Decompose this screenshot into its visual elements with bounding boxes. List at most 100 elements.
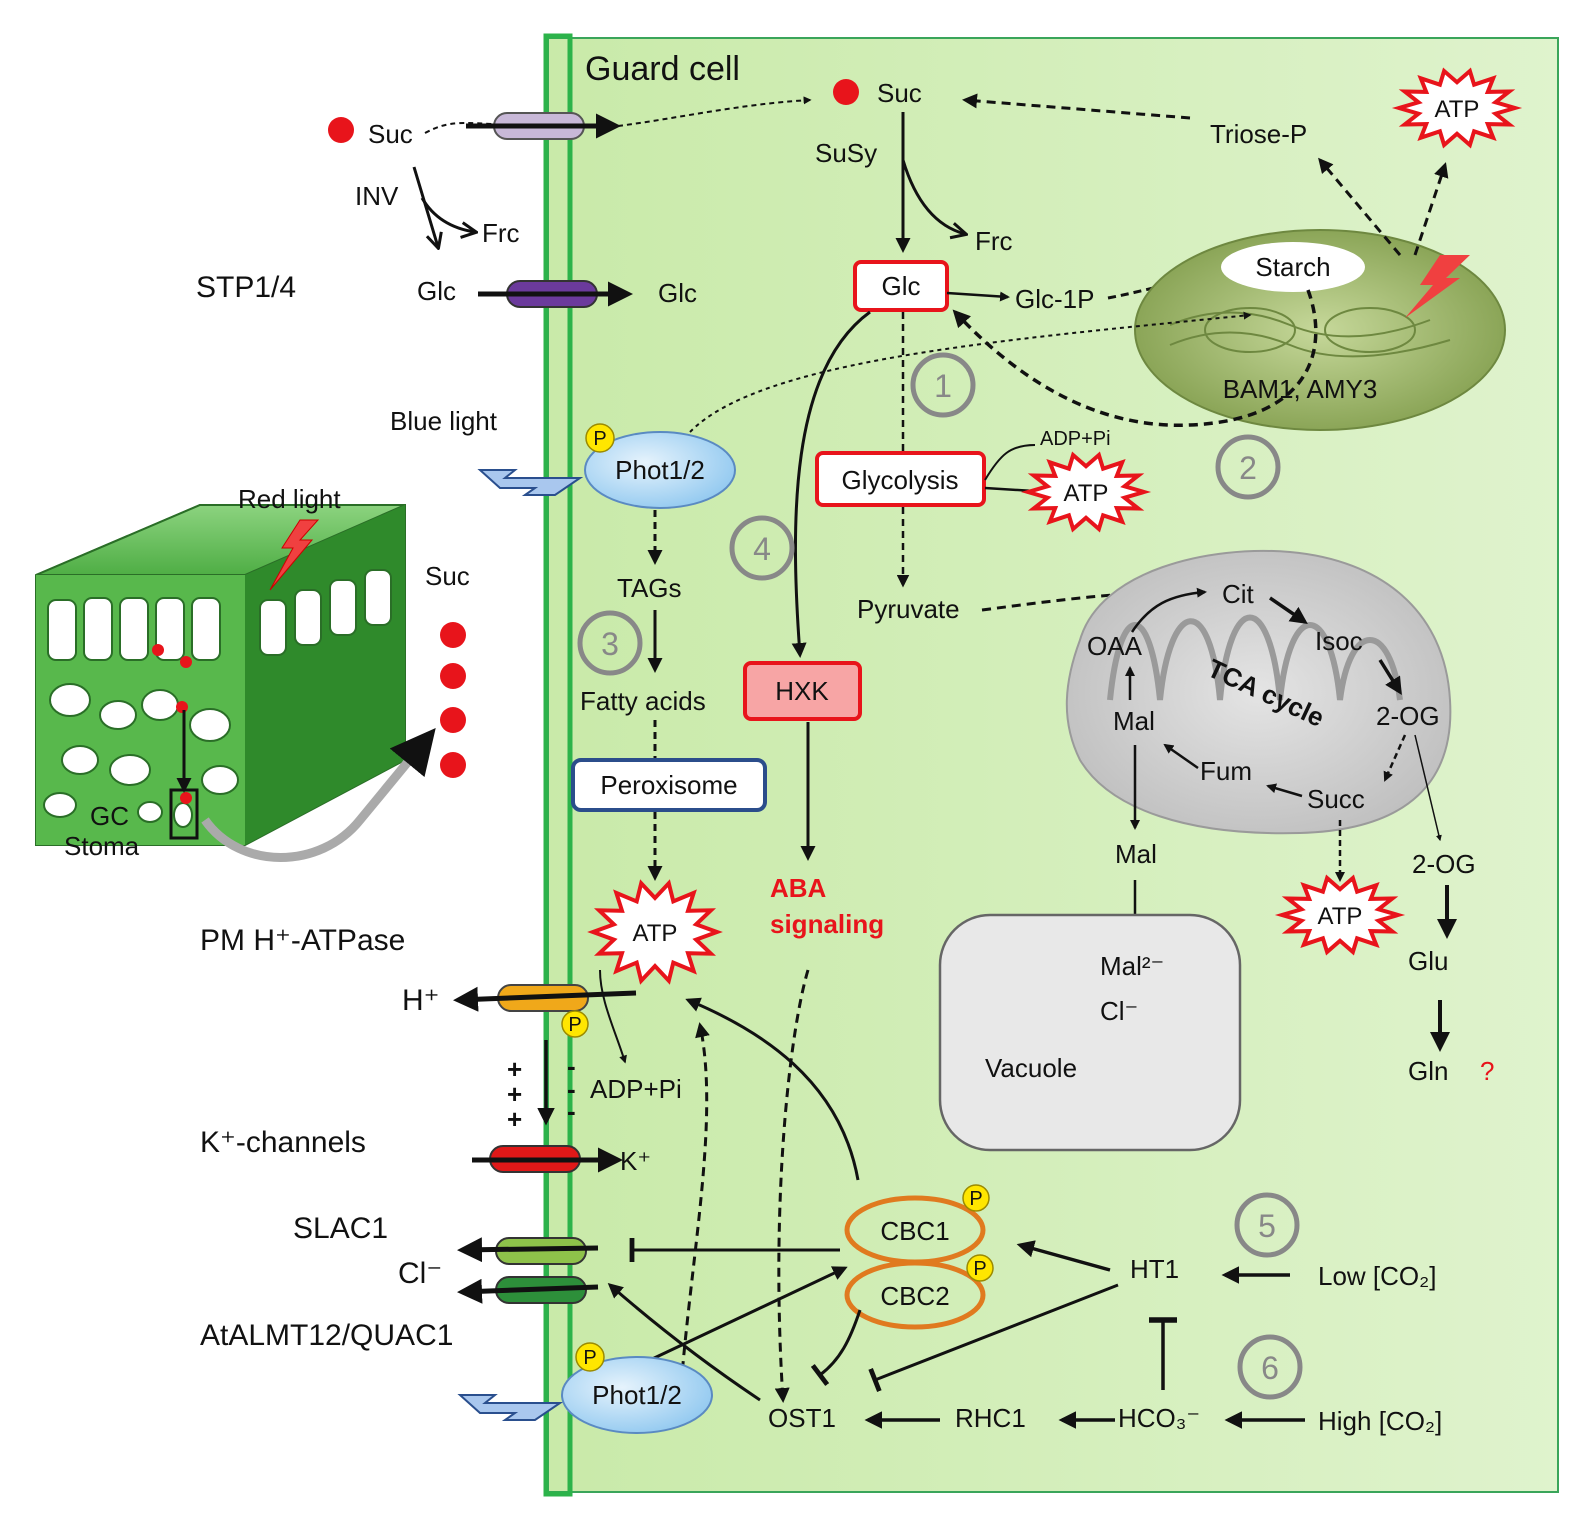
step-4-circle (729, 515, 795, 581)
mitochondrion (1065, 549, 1452, 835)
tca-og: 2-OG (1376, 701, 1440, 731)
glycolysis-box (815, 451, 986, 507)
blue-light-bolt-icon (477, 469, 584, 496)
hxk-box (743, 661, 862, 721)
ost1-label: OST1 (768, 1403, 836, 1433)
inside-suc: Suc (877, 78, 922, 108)
phot-bottom (561, 1356, 713, 1434)
step-5-circle (1234, 1192, 1300, 1258)
k-channels-label: K⁺-channels (200, 1126, 366, 1159)
adp-pi-top: ADP+Pi (1040, 428, 1111, 450)
inv-split-arrow (412, 166, 438, 247)
phot-top-p: P (593, 428, 606, 450)
cbc1-p: P (969, 1188, 982, 1210)
blue-light-label: Blue light (390, 406, 498, 436)
starch-label: Starch (1255, 252, 1330, 282)
triose-p-label: Triose-P (1210, 119, 1307, 149)
glc-box (853, 260, 949, 312)
stp-label: STP1/4 (196, 271, 296, 304)
mal-out: Mal (1115, 839, 1157, 869)
starch-breakdown-arrow (952, 289, 1318, 427)
phospho-badge-icon (962, 1184, 990, 1212)
cell-wall (543, 33, 573, 1497)
thylakoids (1169, 307, 1451, 358)
glc-box-label: Glc (882, 271, 921, 301)
step-3-label: 3 (601, 626, 619, 662)
leaf-suc-label: Suc (425, 561, 470, 591)
chloroplast (1134, 229, 1506, 431)
starch-granule (1221, 242, 1365, 292)
cbc2-p: P (973, 1258, 986, 1280)
pyruvate-label: Pyruvate (857, 594, 960, 624)
red-light-bolt-icon (1405, 255, 1470, 318)
atp-burst-icon: ATP (1391, 67, 1523, 149)
rhc1-label: RHC1 (955, 1403, 1026, 1433)
sucrose-dot-icon (833, 79, 859, 105)
h-plus-label: H⁺ (402, 984, 440, 1017)
svg-text:-: - (567, 1074, 576, 1104)
atp-burst-icon: ATP (1020, 451, 1152, 533)
tca-succ: Succ (1307, 784, 1365, 814)
vacuole-cl: Cl⁻ (1100, 996, 1138, 1026)
glycolysis-label: Glycolysis (841, 465, 958, 495)
atp-label: ATP (633, 920, 678, 947)
suc-import-arrow (424, 121, 521, 134)
gln-label: Gln (1408, 1056, 1448, 1086)
step-2-circle (1215, 434, 1281, 500)
guard-cell-title: Guard cell (585, 50, 740, 88)
phot-top (584, 431, 736, 509)
hxk-label: HXK (775, 676, 829, 706)
cbc2-label: CBC2 (880, 1281, 949, 1311)
atp-label: ATP (1435, 96, 1480, 123)
low-co2-label: Low [CO₂] (1318, 1261, 1436, 1291)
outside-suc: Suc (368, 119, 413, 149)
phospho-badge-icon (966, 1254, 994, 1282)
svg-text:-: - (567, 1051, 576, 1081)
high-co2-label: High [CO₂] (1318, 1406, 1442, 1436)
phot-top-label: Phot1/2 (615, 455, 705, 485)
phospho-badge-icon (561, 1010, 589, 1038)
stoma-label: Stoma (64, 831, 140, 861)
glu-label: Glu (1408, 946, 1448, 976)
atp-label: ATP (1064, 480, 1109, 507)
step-4-label: 4 (753, 531, 771, 567)
aba-label-1: ABA (770, 873, 827, 903)
ht1-label: HT1 (1130, 1254, 1179, 1284)
step-6-label: 6 (1261, 1350, 1279, 1386)
susy-label: SuSy (815, 138, 877, 168)
phot-bottom-p: P (583, 1347, 596, 1369)
slac1-label: SLAC1 (293, 1212, 388, 1245)
step-6-circle (1237, 1334, 1303, 1400)
sucrose-export-dots (440, 622, 466, 778)
peroxisome-box (571, 758, 767, 812)
export-arrow (201, 728, 436, 862)
phot-bottom-label: Phot1/2 (592, 1380, 682, 1410)
vacuole-mal: Mal²⁻ (1100, 951, 1164, 981)
sucrose-dot-icon (328, 117, 354, 143)
cbc2-ring (844, 1260, 986, 1330)
step-1-label: 1 (934, 368, 952, 404)
red-light-label: Red light (238, 484, 341, 514)
cl-label: Cl⁻ (398, 1257, 442, 1290)
atp-label: ATP (1318, 903, 1363, 930)
peroxisome-label: Peroxisome (600, 770, 737, 800)
vacuole (938, 913, 1242, 1152)
tca-fum: Fum (1200, 756, 1252, 786)
fatty-acids-label: Fatty acids (580, 686, 706, 716)
pm-atpase-label: PM H⁺-ATPase (200, 924, 405, 957)
inside-frc: Frc (975, 226, 1013, 256)
atpase-p: P (568, 1014, 581, 1036)
adp-pi-bottom: ADP+Pi (590, 1074, 682, 1104)
svg-text:+: + (507, 1054, 522, 1084)
atp-burst-icon: ATP (587, 879, 723, 985)
almt-label: AtALMT12/QUAC1 (200, 1319, 453, 1352)
cbc1-label: CBC1 (880, 1216, 949, 1246)
atp-burst-icon: ATP (1274, 874, 1406, 956)
tags-label: TAGs (617, 573, 682, 603)
tca-oaa: OAA (1087, 631, 1143, 661)
phospho-badge-icon (575, 1342, 605, 1372)
og2-label: 2-OG (1412, 849, 1476, 879)
gln-question: ? (1480, 1056, 1494, 1086)
k-plus-label: K⁺ (620, 1146, 651, 1176)
